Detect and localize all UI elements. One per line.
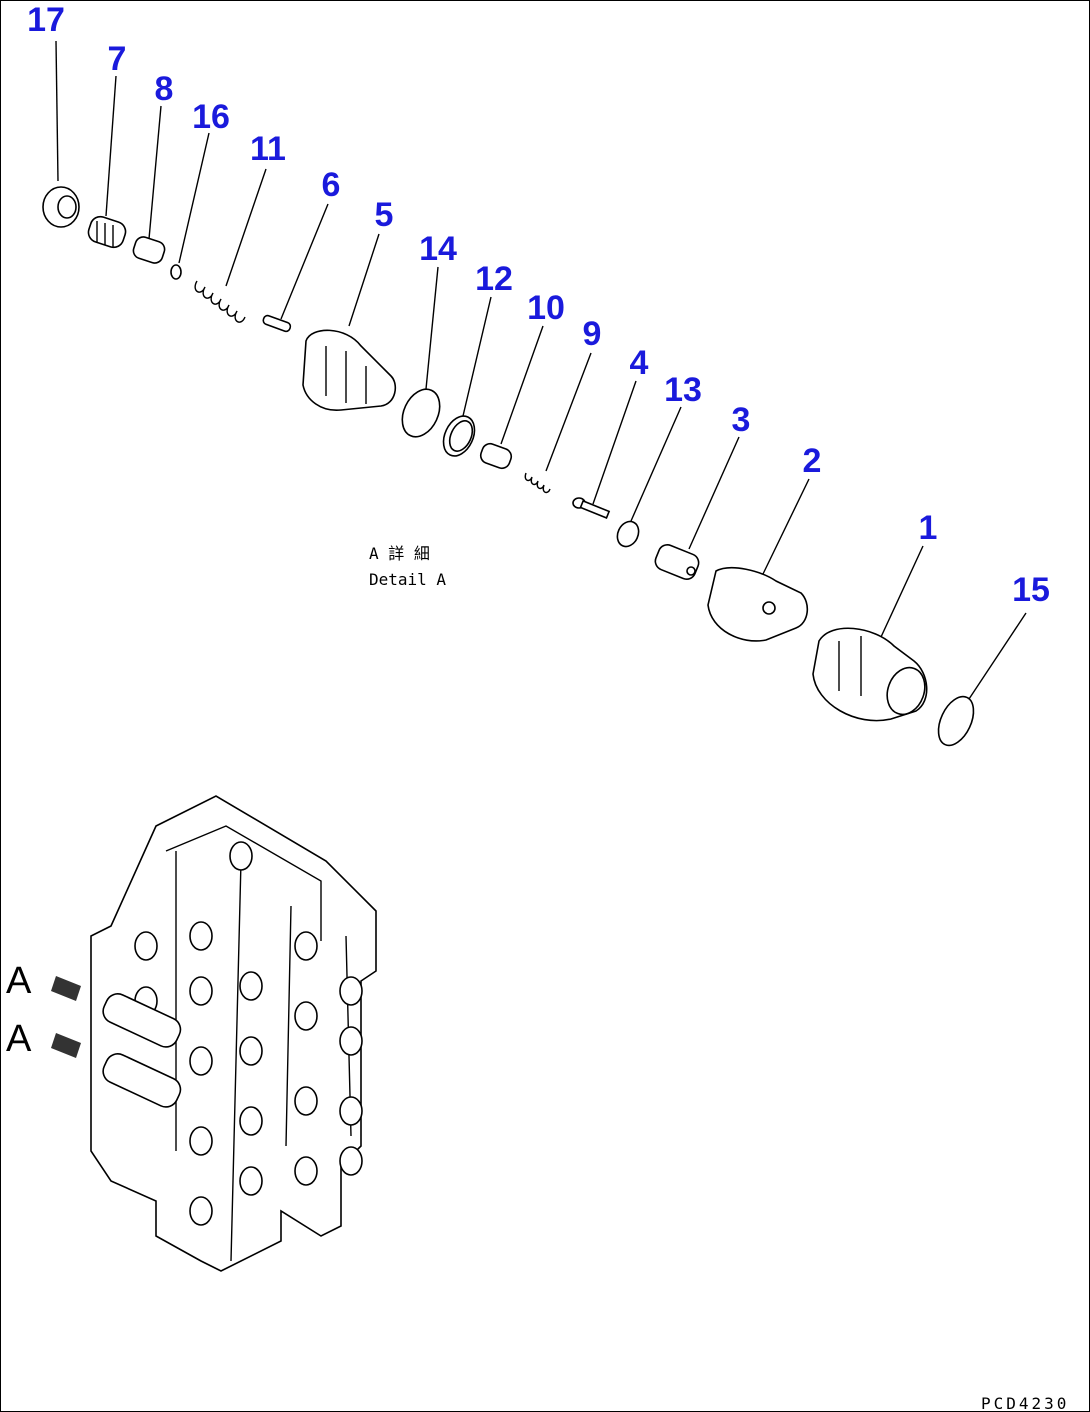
view-marker-a-2: A bbox=[6, 1018, 32, 1060]
part-8 bbox=[132, 236, 166, 264]
callout-11: 11 bbox=[250, 130, 286, 168]
control-valve-block bbox=[90, 795, 377, 1272]
relief-valve-assembly bbox=[102, 1053, 182, 1108]
view-arrow-a-1 bbox=[51, 976, 81, 1001]
part-2-sleeve bbox=[707, 567, 809, 642]
leader-line-16 bbox=[178, 132, 210, 264]
callout-10: 10 bbox=[527, 289, 565, 327]
leader-lines bbox=[55, 40, 1027, 700]
port-hole bbox=[294, 1156, 318, 1186]
callout-3: 3 bbox=[732, 401, 751, 439]
port-hole bbox=[239, 971, 263, 1001]
callout-5: 5 bbox=[375, 196, 394, 234]
callout-6: 6 bbox=[322, 166, 341, 204]
port-hole bbox=[239, 1166, 263, 1196]
leader-line-8 bbox=[148, 105, 162, 240]
part-3-piston bbox=[654, 543, 700, 581]
port-hole bbox=[339, 1146, 363, 1176]
port-hole bbox=[239, 1036, 263, 1066]
part-4-pin bbox=[572, 497, 611, 519]
leader-line-3 bbox=[688, 436, 740, 550]
port-hole bbox=[339, 976, 363, 1006]
detail-title-jp: A 詳 細 bbox=[369, 544, 430, 563]
callout-1: 1 bbox=[919, 509, 938, 547]
drawing-code: PCD4230 bbox=[981, 1394, 1069, 1412]
callout-13: 13 bbox=[664, 371, 702, 409]
port-hole bbox=[294, 1001, 318, 1031]
callout-8: 8 bbox=[155, 70, 174, 108]
part-1-plug bbox=[812, 627, 928, 722]
leader-line-4 bbox=[592, 380, 637, 505]
port-hole bbox=[189, 1046, 213, 1076]
port-hole bbox=[294, 1086, 318, 1116]
view-arrow-a-2 bbox=[51, 1033, 81, 1058]
callout-17: 17 bbox=[27, 1, 65, 39]
callout-7: 7 bbox=[108, 40, 127, 78]
part-5-body bbox=[302, 329, 397, 411]
port-hole bbox=[239, 1106, 263, 1136]
part-13-washer bbox=[616, 520, 640, 548]
part-7 bbox=[87, 215, 127, 249]
callout-16: 16 bbox=[192, 98, 230, 136]
parts bbox=[42, 186, 975, 1272]
callout-9: 9 bbox=[583, 315, 602, 353]
leader-line-14 bbox=[425, 266, 439, 390]
part-14-o-ring bbox=[401, 388, 441, 438]
leader-line-7 bbox=[105, 75, 117, 217]
part-17-nut bbox=[42, 186, 80, 228]
leader-line-9 bbox=[545, 352, 592, 472]
port-hole bbox=[339, 1026, 363, 1056]
leader-line-5 bbox=[348, 233, 380, 327]
view-marker-a-1: A bbox=[6, 960, 32, 1002]
leader-line-11 bbox=[225, 168, 267, 287]
callout-15: 15 bbox=[1012, 571, 1050, 609]
port-hole bbox=[294, 931, 318, 961]
port-hole bbox=[339, 1096, 363, 1126]
port-hole bbox=[134, 931, 158, 961]
leader-line-10 bbox=[500, 325, 544, 445]
part-6-poppet bbox=[262, 314, 292, 333]
leader-line-6 bbox=[280, 203, 329, 320]
leader-line-1 bbox=[880, 545, 924, 638]
callout-4: 4 bbox=[630, 344, 649, 382]
leader-line-12 bbox=[462, 296, 492, 417]
part-16-ball bbox=[170, 264, 182, 280]
leader-line-13 bbox=[630, 406, 682, 522]
part-9-spring bbox=[524, 472, 551, 494]
leader-line-15 bbox=[968, 612, 1027, 700]
port-hole bbox=[189, 1126, 213, 1156]
part-12-backup-ring bbox=[442, 415, 476, 457]
part-15-o-ring bbox=[937, 695, 975, 747]
port-hole bbox=[189, 1196, 213, 1226]
callout-12: 12 bbox=[475, 260, 513, 298]
port-hole bbox=[189, 976, 213, 1006]
relief-valve-assembly bbox=[102, 993, 182, 1048]
part-11-spring bbox=[194, 280, 246, 323]
part-10 bbox=[479, 442, 513, 470]
callout-14: 14 bbox=[419, 230, 457, 268]
port-hole bbox=[229, 841, 253, 871]
detail-title-en: Detail A bbox=[369, 570, 446, 589]
leader-line-17 bbox=[55, 40, 59, 182]
callout-2: 2 bbox=[803, 442, 822, 480]
leader-line-2 bbox=[762, 478, 810, 575]
port-hole bbox=[189, 921, 213, 951]
